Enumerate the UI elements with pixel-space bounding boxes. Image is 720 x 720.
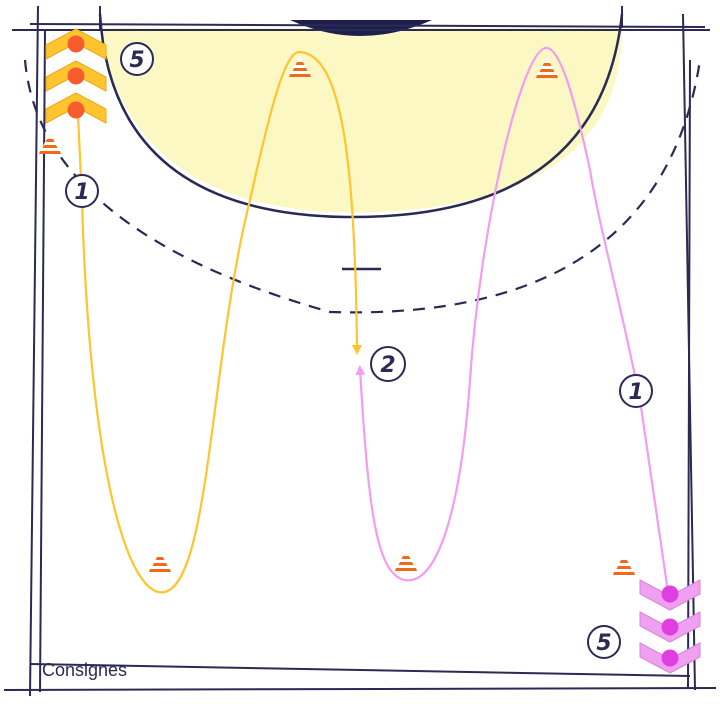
pink-chevron-player-icon [639,579,701,611]
svg-text:1: 1 [628,380,643,405]
court-boundary [3,5,717,697]
pink-chevron-player-icon [639,611,701,643]
free-throw-line [23,59,702,314]
cone-icon [395,550,417,571]
svg-text:2: 2 [380,353,395,378]
orange-chevron-player-icon [45,28,107,60]
pink-run-path [355,46,670,593]
badge-left-path: 1 [65,174,99,208]
badge-center: 2 [370,346,406,382]
badge-bottom-right: 5 [587,625,621,659]
goal [290,20,432,36]
svg-text:1: 1 [74,180,89,205]
badge-right-path: 1 [619,374,653,408]
goal-area-line [98,13,624,219]
goal-area-zone [100,28,622,213]
orange-run-path [76,50,362,594]
orange-chevron-player-icon [45,92,107,124]
svg-text:5: 5 [129,48,144,73]
orange-chevron-player-icon [45,60,107,92]
cone-icon [149,551,171,572]
cone-icon [39,133,61,154]
cone-icon [613,554,635,575]
badge-top-left: 5 [120,42,154,76]
svg-text:5: 5 [596,631,611,656]
caption-consignes: Consignes [42,660,128,680]
pink-chevron-player-icon [639,642,701,674]
